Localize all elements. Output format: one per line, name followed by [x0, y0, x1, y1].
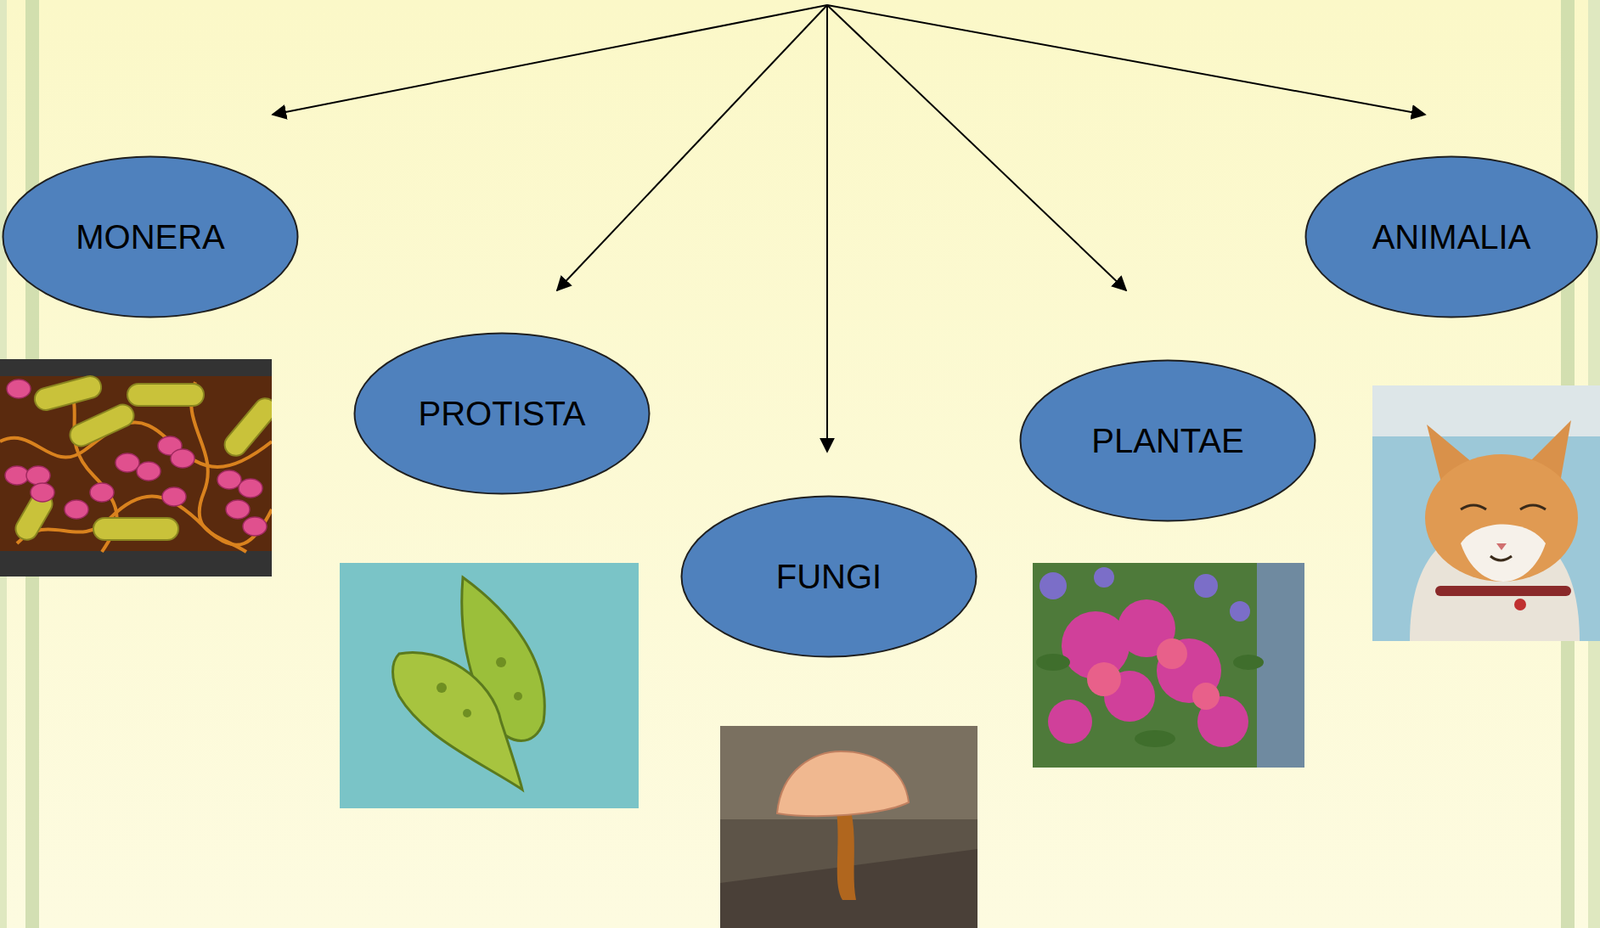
kingdom-oval: MONERA: [1, 155, 299, 319]
kingdom-oval: PROTISTA: [353, 332, 651, 496]
kingdom-oval: FUNGI: [680, 495, 978, 659]
kingdom-name: MONERA: [75, 218, 226, 257]
kingdom-name: ANIMALIA: [1372, 218, 1532, 257]
kingdom-name: FUNGI: [776, 557, 882, 597]
kingdom-name: PROTISTA: [417, 394, 586, 434]
flowers-picture: [1032, 563, 1305, 768]
euglena-picture: [339, 563, 639, 809]
mushroom-picture: [720, 726, 978, 928]
cat-picture: [1372, 385, 1600, 642]
bacteria-picture: [0, 359, 272, 577]
kingdom-oval: ANIMALIA: [1304, 155, 1599, 319]
kingdom-oval: PLANTAE: [1019, 359, 1317, 523]
kingdom-name: PLANTAE: [1091, 422, 1244, 461]
